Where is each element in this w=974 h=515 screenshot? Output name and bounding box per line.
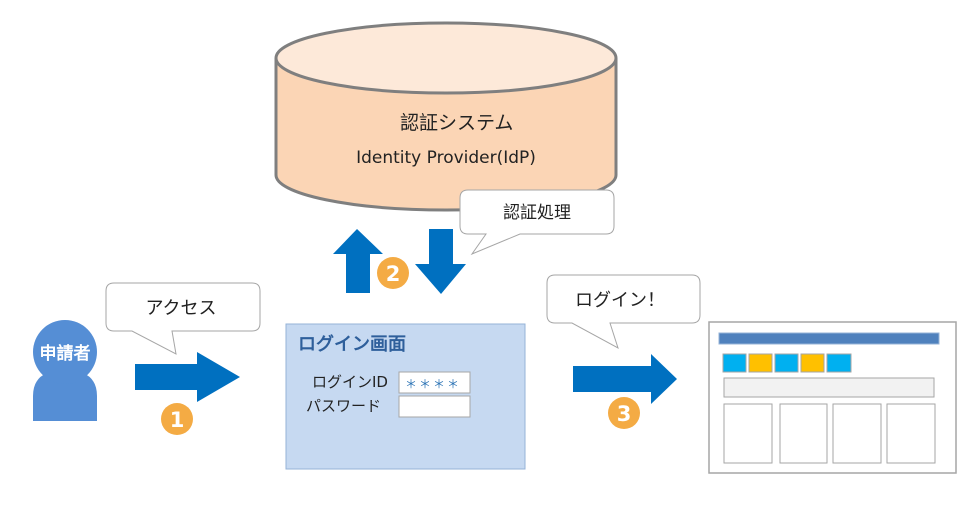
step-badge-1: 1	[161, 403, 193, 435]
idp-title: 認証システム	[400, 112, 513, 134]
idp-cylinder: 認証システム Identity Provider(IdP)	[274, 21, 618, 212]
app-tab-2	[748, 353, 773, 373]
arrow-up-icon	[333, 229, 383, 293]
app-tab-1	[722, 353, 747, 373]
app-card-2	[779, 403, 828, 464]
login-id-input[interactable]	[398, 371, 471, 394]
login-label: ログイン！	[575, 290, 665, 311]
step-1-number: 1	[170, 408, 185, 432]
auth-process-label: 認証処理	[503, 203, 571, 223]
speech-bubble-access: アクセス	[105, 282, 261, 355]
speech-bubble-auth-process: 認証処理	[459, 189, 615, 256]
app-card-4	[886, 403, 936, 464]
app-card-3	[832, 403, 882, 464]
idp-subtitle: Identity Provider(IdP)	[356, 148, 536, 168]
app-card-1	[723, 403, 773, 464]
login-screen-title: ログイン画面	[298, 333, 406, 355]
app-tab-5	[826, 353, 852, 373]
user-head	[33, 320, 97, 384]
arrow-right-icon	[135, 352, 240, 402]
login-id-label: ログインID	[312, 373, 388, 391]
app-search-bar	[723, 377, 935, 398]
app-tab-3	[774, 353, 799, 373]
step-2-number: 2	[386, 262, 401, 286]
login-screen-panel: ログイン画面 ログインID ＊＊＊＊ パスワード	[285, 323, 526, 470]
app-window-mockup	[708, 321, 957, 474]
arrow-down-icon	[415, 229, 466, 294]
user-body	[33, 370, 97, 421]
app-tab-4	[800, 353, 825, 373]
login-id-value: ＊＊＊＊	[405, 377, 461, 391]
access-label: アクセス	[145, 298, 216, 319]
app-header-bar	[718, 332, 940, 345]
applicant-label: 申請者	[40, 343, 91, 364]
step-badge-2: 2	[377, 257, 409, 289]
applicant-avatar: 申請者	[33, 320, 97, 421]
speech-bubble-login: ログイン！	[546, 274, 701, 350]
password-input[interactable]	[398, 395, 471, 418]
password-label: パスワード	[306, 397, 381, 415]
step-badge-3: 3	[608, 397, 640, 429]
step-3-number: 3	[617, 402, 632, 426]
arrow-right-icon	[573, 354, 677, 404]
cylinder-top	[274, 21, 618, 95]
